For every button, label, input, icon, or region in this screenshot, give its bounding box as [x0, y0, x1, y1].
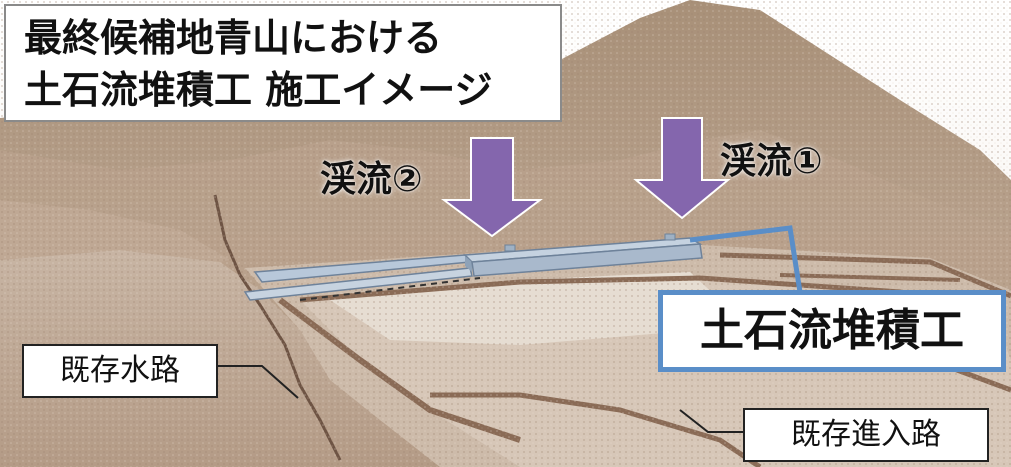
structure-step [465, 256, 472, 272]
structure-face [471, 243, 703, 277]
road-leader [679, 409, 743, 433]
stream-1-label: 渓流① [720, 141, 823, 182]
structure-notch-2 [664, 233, 676, 241]
title-line-1: 最終候補地青山における [24, 16, 443, 60]
debris-flow-structure-label: 土石流堆積工 [658, 290, 1006, 372]
title-line-2: 土石流堆積工 施工イメージ [24, 68, 493, 112]
diagram-title: 最終候補地青山における 土石流堆積工 施工イメージ [4, 4, 562, 122]
down-arrow-icon [441, 137, 543, 238]
stream-2-label: 渓流② [320, 159, 423, 200]
structure-notch-1 [504, 244, 516, 252]
callout-leader [689, 225, 803, 293]
down-arrow-icon [633, 117, 731, 220]
existing-waterway-label: 既存水路 [22, 344, 218, 398]
existing-road-label: 既存進入路 [743, 408, 989, 462]
structure-base-left [243, 267, 473, 301]
waterway-leader [216, 365, 299, 399]
structure-hidden-edge [299, 277, 481, 301]
